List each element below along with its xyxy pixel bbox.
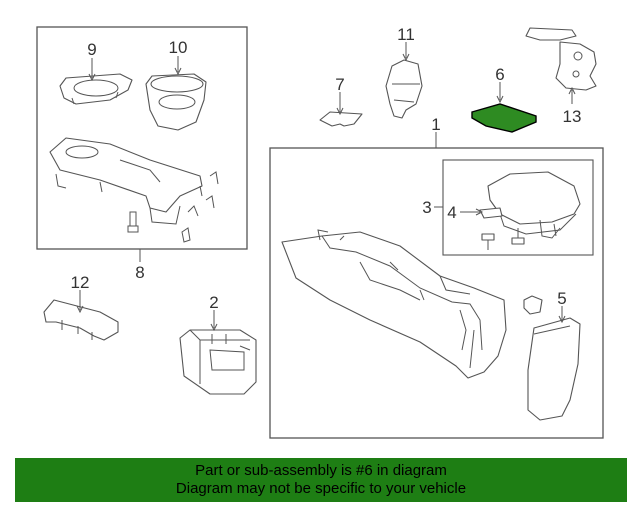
screws: [481, 228, 525, 250]
callout-7: 7: [335, 75, 344, 94]
parts-diagram: 9 10 7 11 6 13 1 3 4 8 12 2 5: [36, 25, 604, 439]
callout-4: 4: [447, 203, 456, 222]
callout-5: 5: [557, 289, 566, 308]
callout-8: 8: [135, 263, 144, 282]
part-4-hinge: [479, 207, 503, 219]
part-5-clip: [523, 295, 543, 315]
part-13-shifter: [525, 27, 597, 91]
part-12-bracket: [43, 299, 119, 341]
callout-3: 3: [422, 198, 431, 217]
part-10-cup-holder: [145, 73, 207, 131]
part-9-cup-holder: [59, 73, 133, 105]
part-3-armrest-lid: [487, 171, 581, 239]
callout-1: 1: [431, 115, 440, 134]
callout-10: 10: [169, 38, 188, 57]
part-6-highlighted-pad: [471, 103, 537, 133]
part-5-panel: [527, 317, 581, 421]
callout-11: 11: [397, 25, 415, 44]
part-8-tray: [49, 137, 219, 243]
info-banner: Part or sub-assembly is #6 in diagram Di…: [15, 458, 627, 502]
callout-13: 13: [563, 107, 582, 126]
banner-line-1: Part or sub-assembly is #6 in diagram: [195, 462, 447, 479]
part-7-clip: [319, 111, 363, 127]
callout-2: 2: [209, 293, 218, 312]
callout-6: 6: [495, 65, 504, 84]
leader-lines: [76, 42, 576, 332]
cup-holder-assembly-box: [36, 26, 248, 250]
callout-12: 12: [71, 273, 90, 292]
part-1-console: [281, 229, 507, 379]
callout-9: 9: [87, 40, 96, 59]
part-2-module: [179, 329, 257, 395]
banner-line-2: Diagram may not be specific to your vehi…: [175, 480, 467, 497]
part-11-shift-knob: [385, 59, 423, 119]
